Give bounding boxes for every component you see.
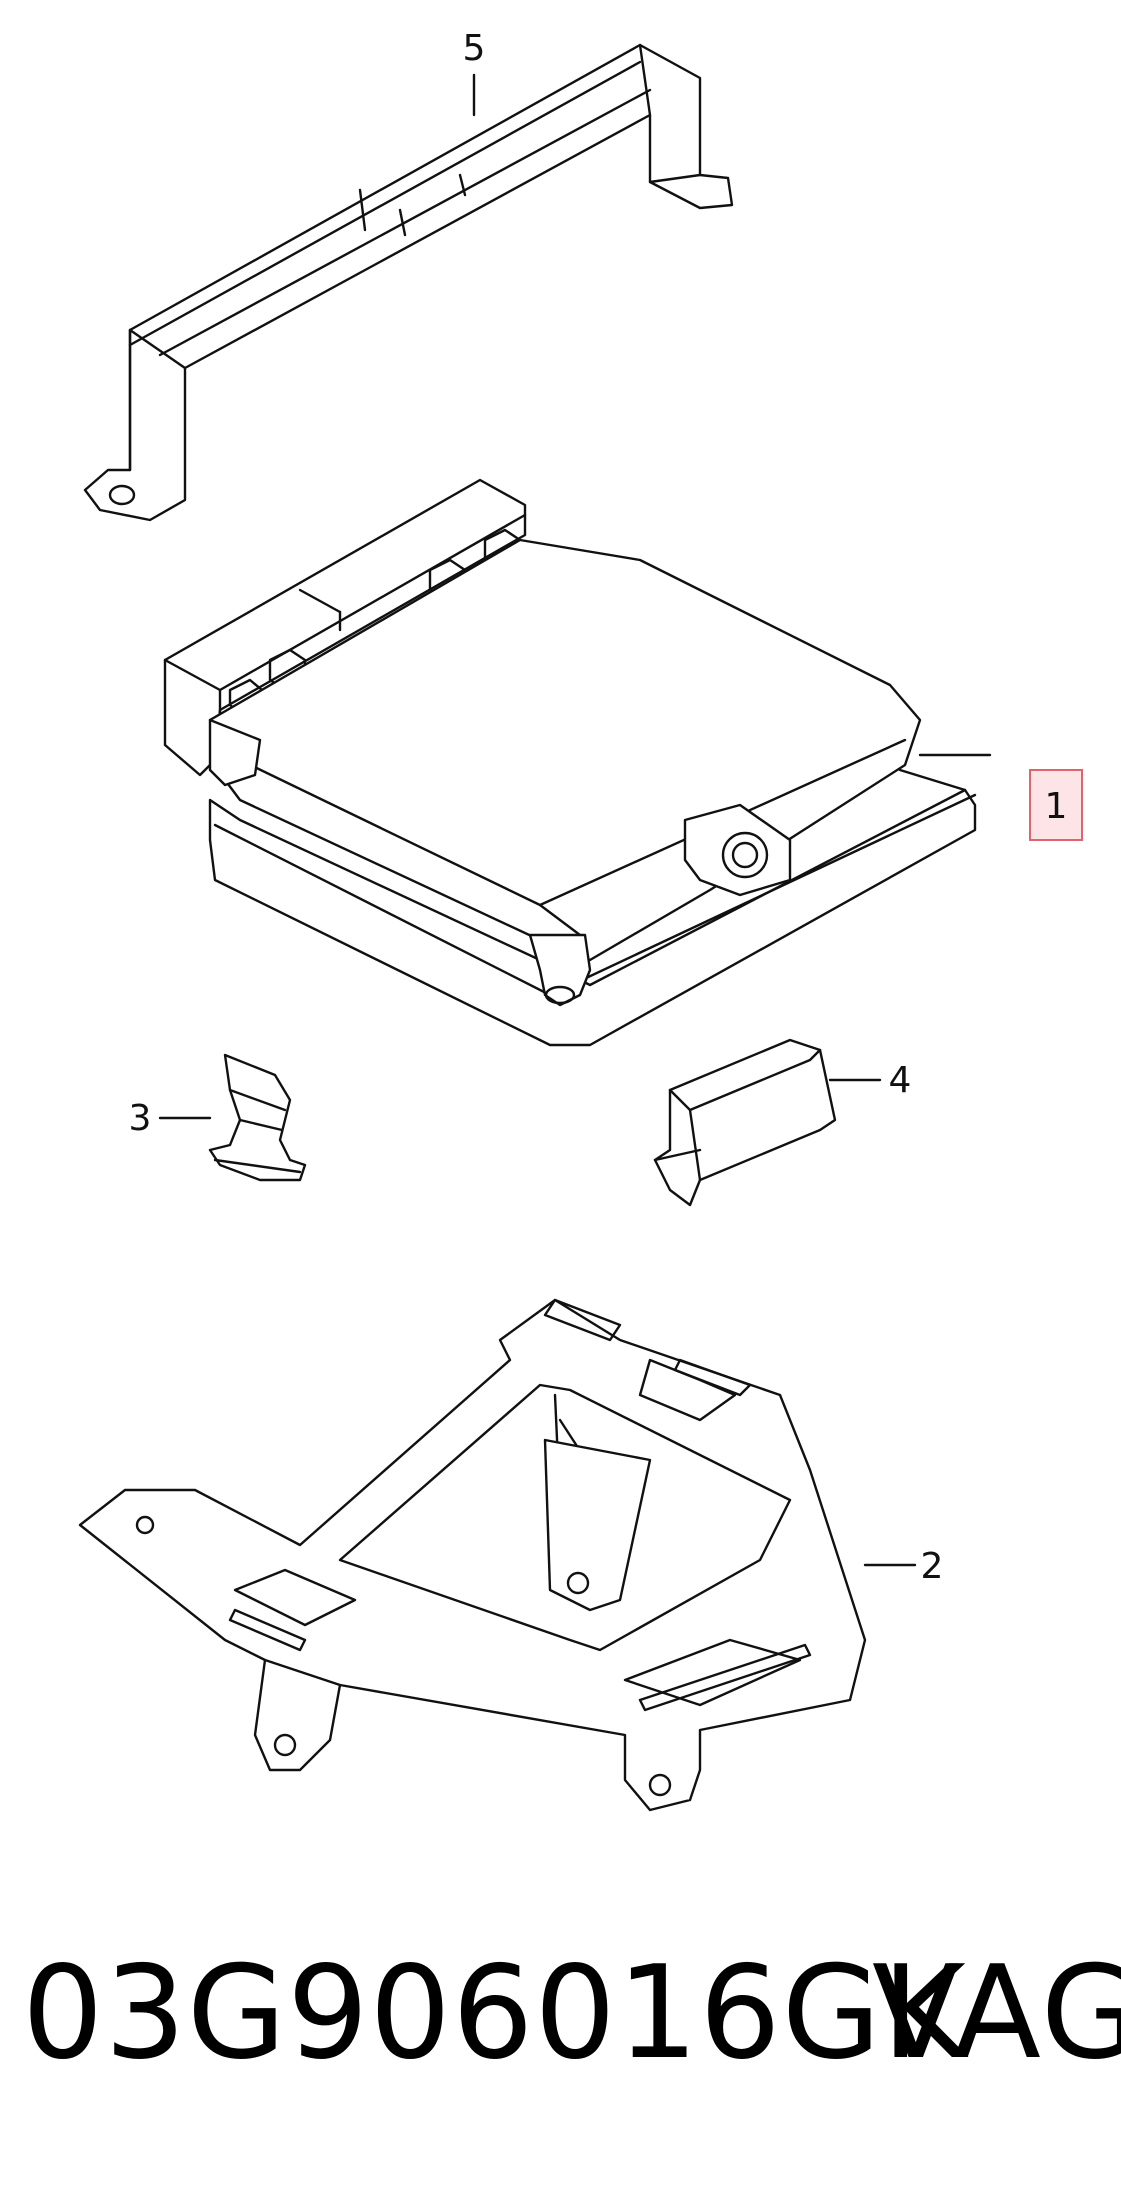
part-number-text: 03G906016GK — [22, 1939, 967, 2088]
callout-1: 1 — [1029, 769, 1083, 841]
callout-2-label: 2 — [921, 1546, 944, 1587]
callout-2: 2 — [921, 1546, 944, 1587]
callout-1-label: 1 — [1045, 786, 1068, 827]
part-5-retaining-strap — [83, 43, 734, 522]
callout-1-highlight — [1029, 769, 1083, 841]
callout-5-label: 5 — [463, 28, 486, 69]
part-4-clip-rail — [653, 1038, 882, 1207]
brand-text: VAG — [872, 1939, 1121, 2088]
part-3-clip — [158, 1053, 307, 1182]
callout-5: 5 — [463, 28, 486, 117]
callout-3: 3 — [129, 1098, 152, 1139]
part-1-control-unit — [163, 478, 992, 1047]
callout-3-label: 3 — [129, 1098, 152, 1139]
callout-4: 4 — [889, 1060, 912, 1101]
callout-4-label: 4 — [889, 1060, 912, 1101]
part-2-mounting-bracket — [78, 1298, 917, 1812]
